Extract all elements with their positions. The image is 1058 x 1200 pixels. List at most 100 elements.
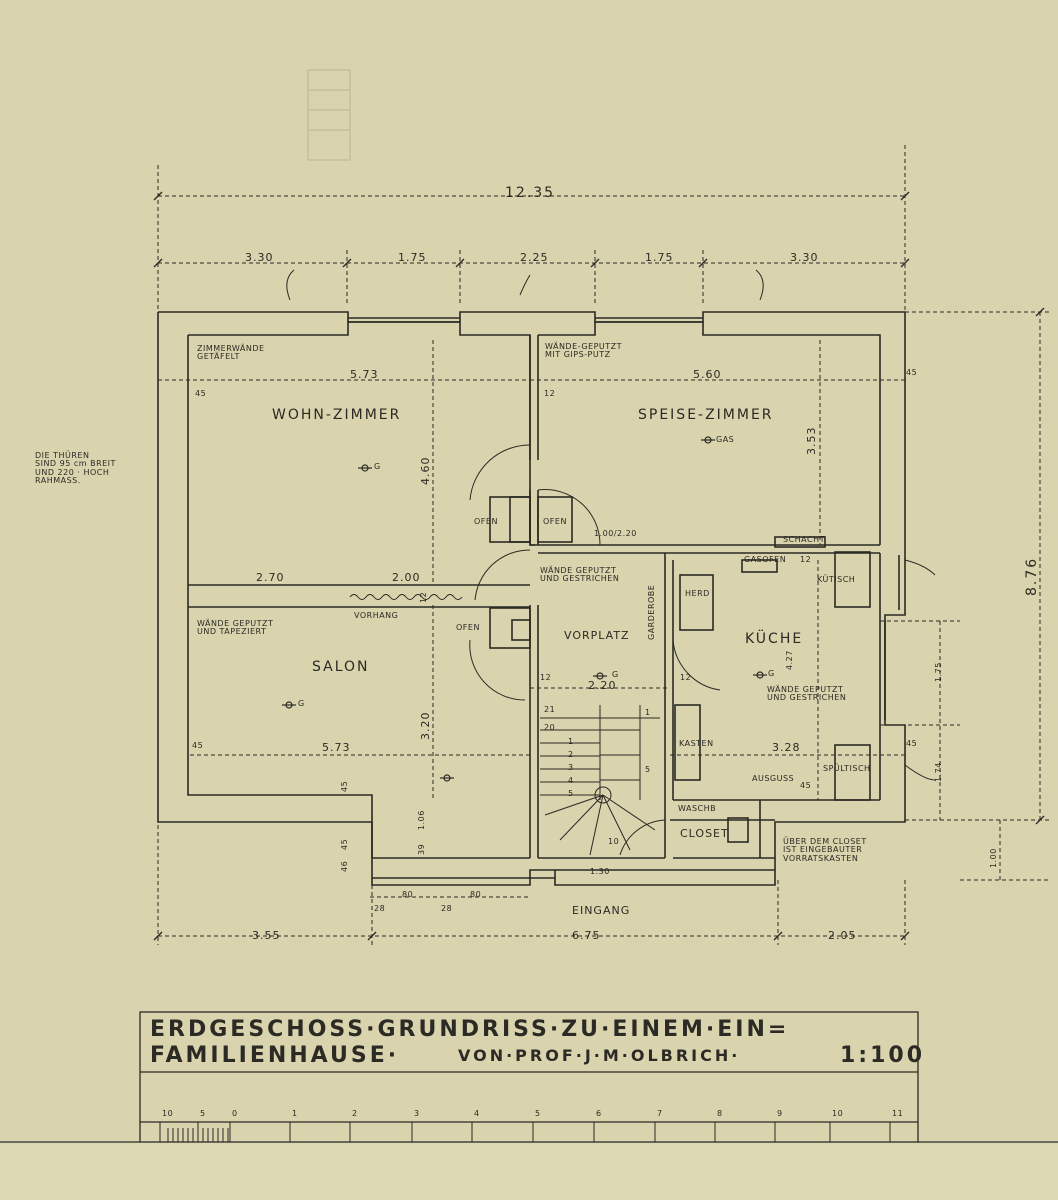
dim-salon-d2: 39 — [417, 843, 426, 855]
closet-note-line: VORRATSKASTEN — [783, 853, 859, 863]
ofen-label-salon: OFEN — [456, 623, 480, 632]
dim-top-1: 3.30 — [245, 251, 274, 264]
stair-number: 4 — [568, 776, 574, 785]
dim-top-3: 2.25 — [520, 251, 549, 264]
stair-number: 1 — [645, 708, 651, 717]
vorplatz-note-line: WÄNDE GEPUTZT — [540, 566, 617, 575]
light-label-kueche: G — [768, 669, 775, 678]
dim-bottom-1: 3.55 — [252, 929, 281, 942]
dim-vorplatz-wall-left: 12 — [540, 673, 552, 682]
scale-tick-label: 10 — [832, 1109, 844, 1118]
dim-kueche-wall2: 45 — [800, 781, 812, 790]
speise-note-line: MIT GIPS-PUTZ — [545, 350, 611, 360]
dim-kueche-wall: 45 — [906, 739, 918, 748]
scale-bar — [159, 1122, 891, 1142]
light-label-wohn: G — [374, 462, 381, 471]
dim-top-2: 1.75 — [398, 251, 427, 264]
spueltisch-label: SPÜLTISCH — [823, 764, 871, 773]
paper-bottom-strip — [0, 1140, 1058, 1200]
dim-salon-width: 5.73 — [322, 741, 351, 754]
wohn-note-line: GETÄFELT — [197, 352, 240, 362]
stair-number: 10 — [608, 837, 620, 846]
curtain-label: VORHANG — [354, 611, 399, 620]
light-symbols — [282, 436, 767, 782]
dim-salon-d5: 45 — [340, 780, 349, 792]
dim-salon-d4: 45 — [340, 838, 349, 850]
closet-note-line: IST EINGEBAUTER — [783, 845, 863, 855]
ofen-label-speise: OFEN — [543, 517, 567, 526]
dim-vorplatz-wall-right: 12 — [680, 673, 692, 682]
door-note-line: UND 220 · HOCH — [35, 467, 110, 477]
dim-kueche-d2: 1.74 — [934, 762, 943, 782]
salon-note-line: UND TAPEZIERT — [197, 627, 267, 637]
scale-tick-label: 3 — [414, 1109, 420, 1118]
title-line-1: ERDGESCHOSS·GRUNDRISS·ZU·EINEM·EIN= — [150, 1017, 790, 1042]
dim-overall-width: 12.35 — [505, 185, 556, 201]
garderobe-label: GARDEROBE — [647, 584, 656, 640]
dim-salon-d3: 46 — [340, 860, 349, 872]
title-block-frame — [0, 1011, 1058, 1143]
schacht-label: SCHACHT — [783, 535, 825, 544]
kueche-note: WÄNDE GEPUTZT UND GESTRICHEN — [767, 685, 847, 703]
salon-note: WÄNDE GEPUTZT UND TAPEZIERT — [197, 619, 274, 637]
dim-entrance-part: 28 — [374, 904, 386, 913]
dim-bottom-2: 6.75 — [572, 929, 601, 942]
room-label-kueche: KÜCHE — [745, 631, 804, 647]
dim-kueche-window: 1.75 — [934, 662, 943, 682]
scale-tick-label: 7 — [657, 1109, 663, 1118]
gasofen-label: GASOFEN — [744, 555, 787, 564]
dim-entrance-part: 80 — [470, 890, 482, 899]
door-swings — [286, 269, 936, 856]
room-label-vorplatz: VORPLATZ — [564, 629, 630, 642]
title-line-2: FAMILIENHAUSE· — [150, 1043, 400, 1068]
dim-vorplatz-width: 2.20 — [588, 679, 617, 692]
stair-number: 1 — [568, 737, 574, 746]
dim-top-4: 1.75 — [645, 251, 674, 264]
room-label-speisezimmer: SPEISE-ZIMMER — [638, 407, 774, 423]
vorplatz-note: WÄNDE GEPUTZT UND GESTRICHEN — [540, 566, 619, 584]
dim-wohn-width: 5.73 — [350, 368, 379, 381]
stair-number: 21 — [544, 705, 556, 714]
dim-entrance-part: 28 — [441, 904, 453, 913]
salon-note-line: WÄNDE GEPUTZT — [197, 619, 274, 628]
kueche-note-line: WÄNDE GEPUTZT — [767, 685, 844, 694]
kueche-note-line: UND GESTRICHEN — [767, 693, 847, 703]
curtain-line — [349, 594, 463, 600]
wohn-note: ZIMMERWÄNDE GETÄFELT — [197, 344, 265, 362]
room-label-closet: CLOSET — [680, 827, 729, 840]
dimension-ticks — [153, 191, 1045, 941]
stair-number: 3 — [568, 763, 574, 772]
ofen-label-wohn: OFEN — [474, 517, 498, 526]
scale-tick-label: 1 — [292, 1109, 298, 1118]
title-author: VON·PROF·J·M·OLBRICH· — [458, 1046, 741, 1065]
closet-note: ÜBER DEM CLOSET IST EINGEBAUTER VORRATSK… — [783, 837, 867, 863]
pencil-sketch — [307, 69, 351, 161]
dim-salon-d6: 12 — [419, 591, 428, 603]
scale-tick-label: 4 — [474, 1109, 480, 1118]
scale-tick-label: 10 — [162, 1109, 174, 1118]
scale-tick-label: 11 — [892, 1109, 904, 1118]
scale-tick-label: 9 — [777, 1109, 783, 1118]
scale-tick-label: 5 — [535, 1109, 541, 1118]
walls — [157, 311, 906, 886]
gas-label-speise: GAS — [716, 435, 735, 444]
stair-number: 5 — [568, 789, 574, 798]
entrance-label: EINGANG — [572, 904, 631, 917]
dim-entrance-part: 80 — [402, 890, 414, 899]
dim-salon-depth: 3.20 — [419, 711, 432, 741]
dim-depth-total: 8.76 — [1024, 556, 1040, 596]
scale-tick-label: 5 — [200, 1109, 206, 1118]
dim-wohn-wall: 45 — [195, 389, 207, 398]
dim-kueche-depth: 4.27 — [785, 650, 794, 670]
door-note-line: SIND 95 cm BREIT — [35, 459, 116, 469]
dim-speise-wall: 45 — [906, 368, 918, 377]
door-note: DIE THÜREN SIND 95 cm BREIT UND 220 · HO… — [35, 451, 116, 486]
ausguss-label: AUSGUSS — [752, 774, 795, 783]
dim-salon-sub-a: 2.70 — [256, 571, 285, 584]
dim-kueche-wall3: 12 — [800, 555, 812, 564]
door-note-line: DIE THÜREN — [35, 451, 90, 460]
dim-speise-wall-left: 12 — [544, 389, 556, 398]
